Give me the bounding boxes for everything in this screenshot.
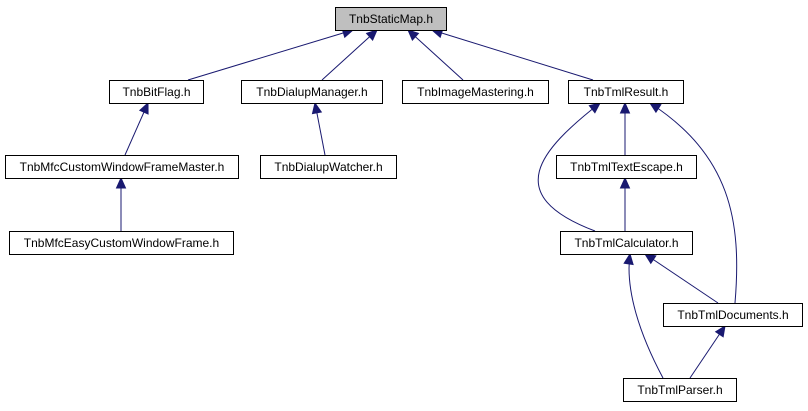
- node-image-mastering[interactable]: TnbImageMastering.h: [402, 80, 549, 104]
- arrowhead-icon: [138, 101, 149, 115]
- node-label: TnbMfcEasyCustomWindowFrame.h: [24, 236, 219, 250]
- node-box: [260, 155, 397, 179]
- node-box: [568, 80, 684, 104]
- arrowhead-icon: [115, 176, 127, 189]
- arrowhead-icon: [623, 252, 634, 266]
- node-label: TnbTmlTextEscape.h: [570, 160, 683, 174]
- edge-line: [431, 29, 594, 81]
- node-label: TnbStaticMap.h: [349, 12, 433, 26]
- node-box: [241, 80, 383, 104]
- node-box: [5, 155, 239, 179]
- edge-line: [644, 253, 719, 304]
- node-bit-flag[interactable]: TnbBitFlag.h: [109, 80, 204, 104]
- arrowhead-icon: [365, 29, 378, 41]
- edge-line: [628, 253, 664, 379]
- edge-dialup-manager-to-static-map: [321, 29, 378, 81]
- node-tml-calculator[interactable]: TnbTmlCalculator.h: [560, 231, 693, 255]
- arrowhead-icon: [619, 101, 631, 114]
- node-box: [560, 231, 693, 255]
- edge-tml-text-escape-to-tml-result: [619, 101, 631, 155]
- node-label: TnbDialupWatcher.h: [274, 160, 382, 174]
- edge-dialup-watcher-to-dialup-manager: [311, 101, 326, 156]
- edge-line: [649, 102, 738, 304]
- edge-bit-flag-to-static-map: [187, 27, 355, 81]
- node-box: [402, 80, 549, 104]
- edge-tml-parser-to-tml-documents: [689, 324, 726, 379]
- node-tml-text-escape[interactable]: TnbTmlTextEscape.h: [556, 155, 697, 179]
- node-dialup-watcher[interactable]: TnbDialupWatcher.h: [260, 155, 397, 179]
- node-mfc-frame-master[interactable]: TnbMfcCustomWindowFrameMaster.h: [5, 155, 239, 179]
- arrowhead-icon: [714, 324, 726, 338]
- node-box: [623, 378, 737, 402]
- edge-line: [187, 29, 354, 81]
- node-box: [109, 80, 204, 104]
- arrowhead-icon: [643, 253, 657, 265]
- edge-tml-calculator-to-tml-result: [537, 102, 601, 232]
- node-label: TnbTmlResult.h: [584, 85, 669, 99]
- node-label: TnbMfcCustomWindowFrameMaster.h: [20, 160, 225, 174]
- node-static-map[interactable]: TnbStaticMap.h: [335, 7, 447, 31]
- edge-image-mastering-to-static-map: [407, 29, 464, 81]
- arrowhead-icon: [311, 101, 323, 115]
- edge-line: [321, 29, 378, 81]
- edge-line: [537, 102, 601, 232]
- node-tml-result[interactable]: TnbTmlResult.h: [568, 80, 684, 104]
- edge-tml-result-to-static-map: [430, 28, 594, 81]
- edge-mfc-frame-master-to-bit-flag: [124, 101, 149, 156]
- edge-tml-documents-to-tml-result: [648, 102, 738, 304]
- arrowhead-icon: [407, 29, 420, 41]
- edge-tml-calculator-to-tml-text-escape: [619, 176, 631, 231]
- node-tml-parser[interactable]: TnbTmlParser.h: [623, 378, 737, 402]
- node-label: TnbImageMastering.h: [417, 85, 534, 99]
- arrowhead-icon: [648, 102, 662, 114]
- node-box: [335, 7, 447, 31]
- node-label: TnbDialupManager.h: [256, 85, 367, 99]
- node-label: TnbTmlCalculator.h: [574, 236, 678, 250]
- edge-line: [407, 29, 464, 81]
- node-box: [556, 155, 697, 179]
- arrowhead-icon: [619, 176, 631, 189]
- node-box: [9, 231, 234, 255]
- node-label: TnbTmlDocuments.h: [677, 308, 788, 322]
- node-label: TnbBitFlag.h: [122, 85, 190, 99]
- edge-mfc-easy-frame-to-mfc-frame-master: [115, 176, 127, 231]
- node-label: TnbTmlParser.h: [637, 383, 722, 397]
- edge-tml-documents-to-tml-calculator: [643, 253, 719, 304]
- arrowhead-icon: [588, 102, 601, 114]
- edge-tml-parser-to-tml-calculator: [623, 252, 664, 379]
- node-tml-documents[interactable]: TnbTmlDocuments.h: [663, 303, 803, 327]
- node-dialup-manager[interactable]: TnbDialupManager.h: [241, 80, 383, 104]
- node-mfc-easy-frame[interactable]: TnbMfcEasyCustomWindowFrame.h: [9, 231, 234, 255]
- node-box: [663, 303, 803, 327]
